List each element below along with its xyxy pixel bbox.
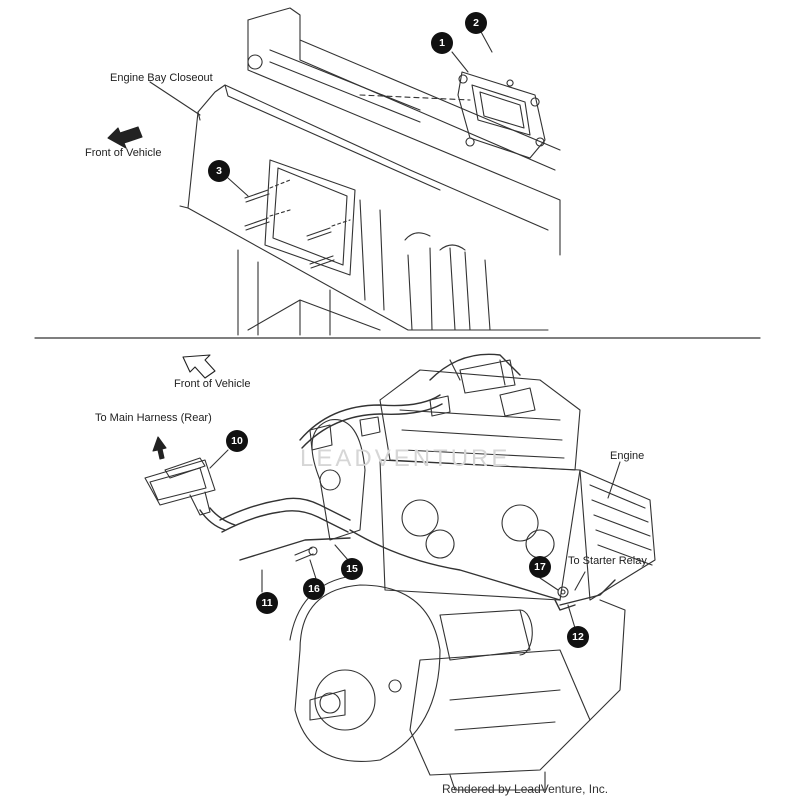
label-engine: Engine xyxy=(610,450,645,462)
front-arrow-top xyxy=(107,126,143,149)
vehicle-frame xyxy=(237,7,561,336)
label-front-of-vehicle-top: Front of Vehicle xyxy=(85,147,162,159)
top-leaders xyxy=(149,29,493,227)
render-credit: Rendered by LeadVenture, Inc. xyxy=(442,782,609,796)
callout-2: 2 xyxy=(465,12,487,34)
wiring-harness xyxy=(199,353,616,611)
label-front-of-vehicle-bottom: Front of Vehicle xyxy=(174,378,251,390)
callout-17: 17 xyxy=(529,556,551,578)
callout-3: 3 xyxy=(208,160,230,182)
label-to-main-harness: To Main Harness (Rear) xyxy=(95,412,212,424)
callout-12: 12 xyxy=(567,626,589,648)
starter-relay-nut xyxy=(557,586,569,598)
engine-connectors xyxy=(309,359,536,451)
engine-bay-closeout xyxy=(179,84,549,331)
watermark: LEADVENTURE xyxy=(300,445,511,472)
harness-connector xyxy=(144,457,216,516)
bottom-leaders xyxy=(209,449,621,629)
callout-16: 16 xyxy=(303,578,325,600)
callout-15: 15 xyxy=(341,558,363,580)
main-harness-arrow xyxy=(152,436,167,460)
ground-bolt xyxy=(294,546,318,562)
closeout-bolts xyxy=(244,189,335,269)
callout-1: 1 xyxy=(431,32,453,54)
label-engine-bay-closeout: Engine Bay Closeout xyxy=(110,72,213,84)
callout-11: 11 xyxy=(256,592,278,614)
ecu-module xyxy=(457,71,546,159)
callout-10: 10 xyxy=(226,430,248,452)
label-to-starter-relay: To Starter Relay xyxy=(568,555,647,567)
front-arrow-bottom xyxy=(182,354,216,379)
